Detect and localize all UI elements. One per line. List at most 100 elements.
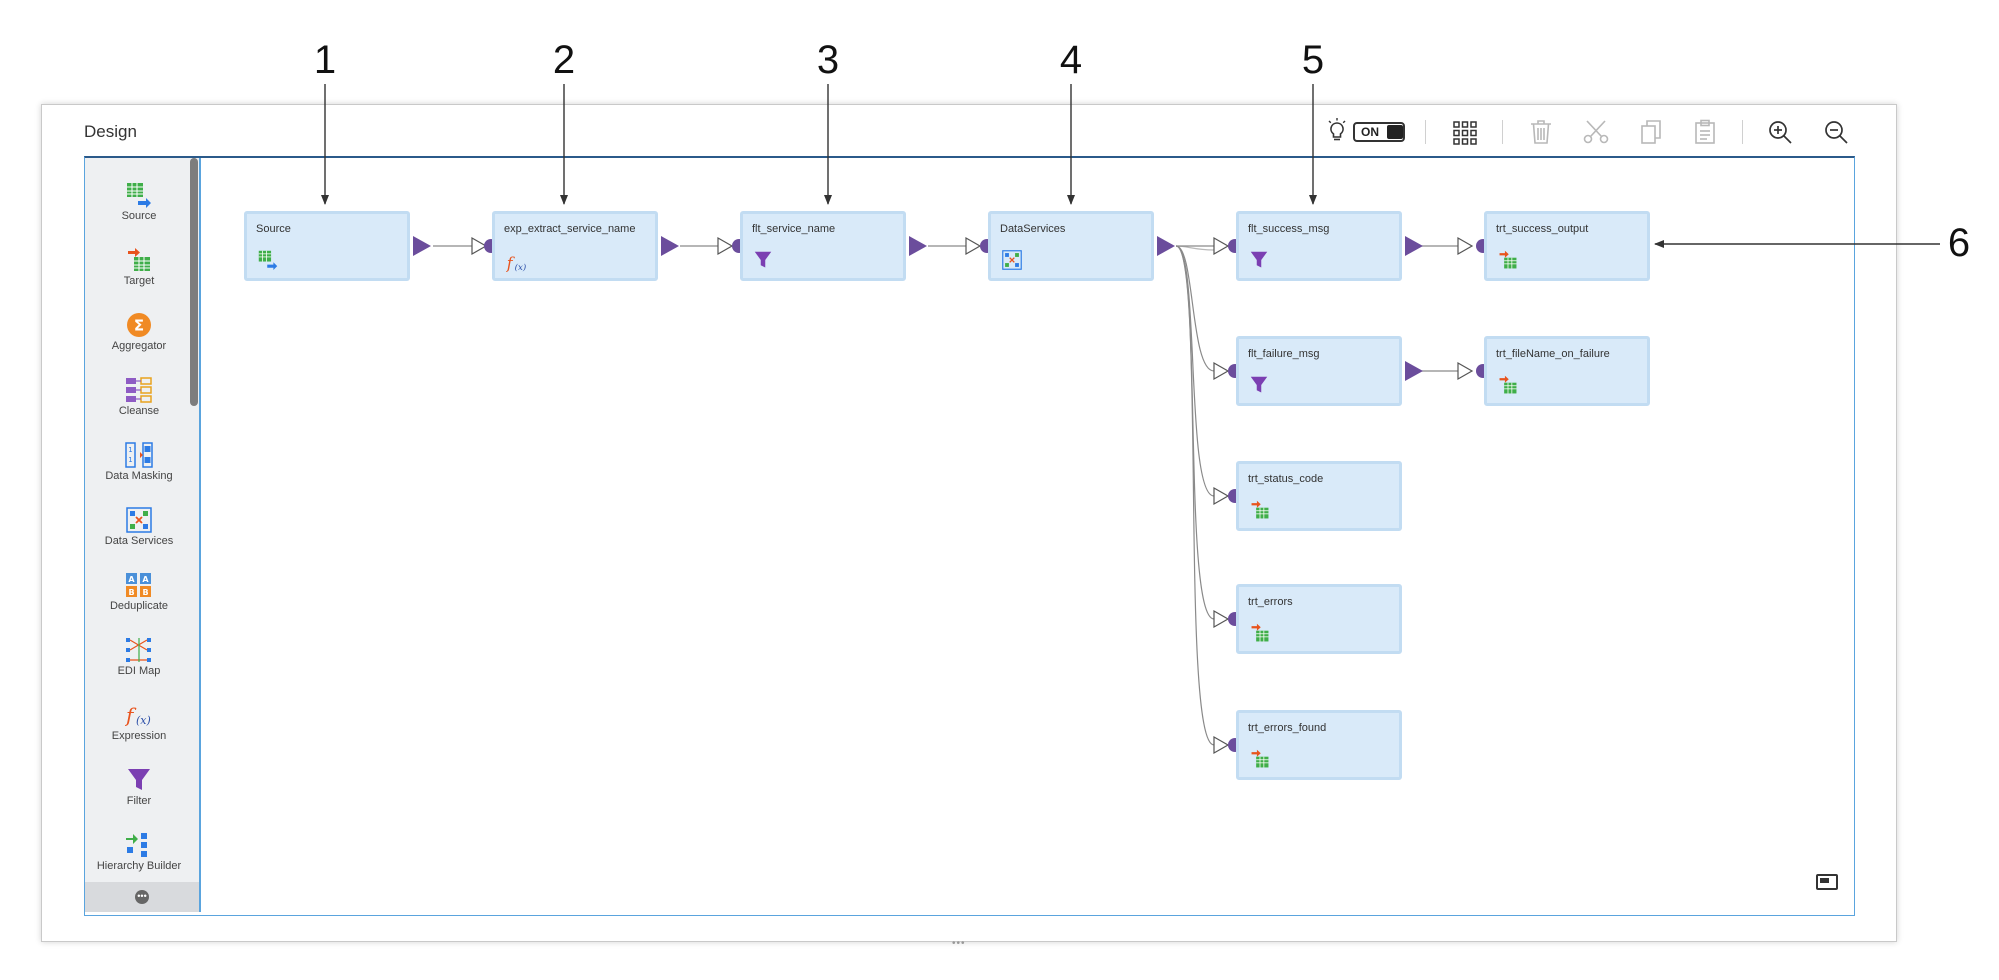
node-title: flt_success_msg — [1248, 223, 1330, 235]
target-icon — [1251, 623, 1269, 642]
node-title: trt_status_code — [1248, 473, 1324, 485]
zoom-out-icon[interactable] — [1822, 118, 1850, 146]
delete-icon[interactable] — [1528, 118, 1554, 146]
palette-label: Hierarchy Builder — [96, 860, 182, 872]
recommendations-toggle[interactable]: ON — [1353, 122, 1405, 142]
toolbar-separator — [1425, 120, 1426, 144]
node-trt-success-output[interactable]: trt_success_output — [1484, 211, 1650, 281]
link — [1175, 245, 1215, 372]
node-flt-success-msg[interactable]: flt_success_msg — [1236, 211, 1402, 281]
node-title: flt_service_name — [752, 223, 836, 235]
resize-handle[interactable]: ••• — [952, 938, 966, 949]
output-port — [1405, 361, 1423, 381]
minimap-toggle-button[interactable] — [1816, 874, 1838, 890]
toggle-knob — [1386, 125, 1403, 139]
node-title: flt_failure_msg — [1248, 348, 1320, 360]
palette-label: Target — [123, 275, 155, 287]
palette-item-aggregator[interactable]: Σ Aggregator — [85, 310, 193, 352]
toggle-label: ON — [1361, 125, 1379, 139]
filter-icon — [1250, 376, 1268, 393]
node-flt-failure-msg[interactable]: flt_failure_msg — [1236, 336, 1402, 406]
link — [1175, 245, 1215, 251]
grid-icon[interactable] — [1452, 120, 1478, 146]
deduplicate-icon: A A B B — [126, 573, 151, 597]
target-icon — [1251, 500, 1269, 519]
node-source[interactable]: Source — [244, 211, 410, 281]
filter-icon — [1250, 251, 1268, 268]
palette-label: Filter — [126, 795, 152, 807]
mapping-canvas[interactable] — [84, 156, 1855, 916]
palette-item-filter[interactable]: Filter — [85, 765, 193, 807]
aggregator-icon: Σ — [127, 313, 151, 337]
node-trt-filename-on-failure[interactable]: trt_fileName_on_failure — [1484, 336, 1650, 406]
palette-item-target[interactable]: Target — [85, 245, 193, 287]
svg-text:(x): (x) — [136, 714, 151, 727]
svg-text:A: A — [128, 575, 135, 584]
lightbulb-icon[interactable] — [1326, 118, 1348, 144]
node-trt-errors[interactable]: trt_errors — [1236, 584, 1402, 654]
output-ports — [413, 236, 1423, 381]
palette-item-expression[interactable]: f (x) Expression — [85, 700, 193, 742]
node-trt-status-code[interactable]: trt_status_code — [1236, 461, 1402, 531]
cleanse-icon — [126, 377, 152, 403]
svg-text:B: B — [128, 588, 134, 597]
data-masking-icon: 1 1 — [125, 442, 153, 468]
svg-text:(x): (x) — [515, 262, 527, 273]
palette-label: Expression — [111, 730, 167, 742]
node-title: trt_fileName_on_failure — [1496, 348, 1610, 360]
filter-icon — [754, 251, 772, 268]
source-icon — [258, 250, 278, 270]
node-title: trt_errors_found — [1248, 722, 1327, 734]
more-icon[interactable]: ••• — [135, 890, 149, 904]
callout-5: 5 — [1301, 38, 1325, 82]
expression-icon: f (x) — [506, 254, 527, 274]
copy-icon[interactable] — [1638, 118, 1664, 146]
output-port — [413, 236, 431, 256]
node-dataservices[interactable]: DataServices — [988, 211, 1154, 281]
palette-label: EDI Map — [117, 665, 161, 677]
filter-icon — [128, 769, 150, 790]
palette-item-deduplicate[interactable]: A A B B Deduplicate — [85, 570, 193, 612]
node-title: trt_errors — [1248, 596, 1293, 608]
palette-footer: ••• — [85, 882, 199, 912]
node-exp-extract-service-name[interactable]: exp_extract_service_name f (x) — [492, 211, 658, 281]
svg-text:A: A — [142, 575, 149, 584]
svg-text:1: 1 — [128, 446, 132, 454]
svg-text:B: B — [142, 588, 148, 597]
callout-1: 1 — [313, 38, 337, 82]
palette-label: Deduplicate — [109, 600, 169, 612]
transformation-palette — [85, 158, 201, 912]
node-title: exp_extract_service_name — [504, 223, 636, 235]
palette-item-edi-map[interactable]: EDI Map — [85, 635, 193, 677]
node-trt-errors-found[interactable]: trt_errors_found — [1236, 710, 1402, 780]
zoom-in-icon[interactable] — [1766, 118, 1794, 146]
palette-scrollbar[interactable] — [190, 158, 198, 406]
output-port — [1405, 236, 1423, 256]
edi-map-icon — [126, 638, 151, 662]
output-port — [661, 236, 679, 256]
source-icon — [127, 183, 151, 208]
palette-item-source[interactable]: Source — [85, 180, 193, 222]
palette-item-data-masking[interactable]: 1 1 Data Masking — [85, 440, 193, 482]
callout-6: 6 — [1947, 221, 1971, 265]
node-flt-service-name[interactable]: flt_service_name — [740, 211, 906, 281]
palette-label: Data Masking — [105, 470, 173, 482]
cut-icon[interactable] — [1582, 118, 1610, 146]
palette-item-data-services[interactable]: Data Services — [85, 505, 193, 547]
output-port — [909, 236, 927, 256]
paste-icon[interactable] — [1692, 118, 1718, 146]
panel-title: Design — [84, 122, 137, 141]
palette-item-cleanse[interactable]: Cleanse — [85, 375, 193, 417]
target-icon — [1499, 250, 1517, 269]
output-port — [1157, 236, 1175, 256]
toolbar-separator — [1742, 120, 1743, 144]
svg-text:f: f — [506, 254, 516, 273]
palette-label: Source — [121, 210, 157, 222]
hierarchy-builder-icon — [126, 833, 147, 857]
palette-label: Aggregator — [111, 340, 167, 352]
palette-item-hierarchy-builder[interactable]: Hierarchy Builder — [85, 830, 193, 878]
svg-text:1: 1 — [128, 456, 132, 464]
svg-text:Σ: Σ — [134, 317, 144, 335]
link — [1175, 245, 1215, 497]
